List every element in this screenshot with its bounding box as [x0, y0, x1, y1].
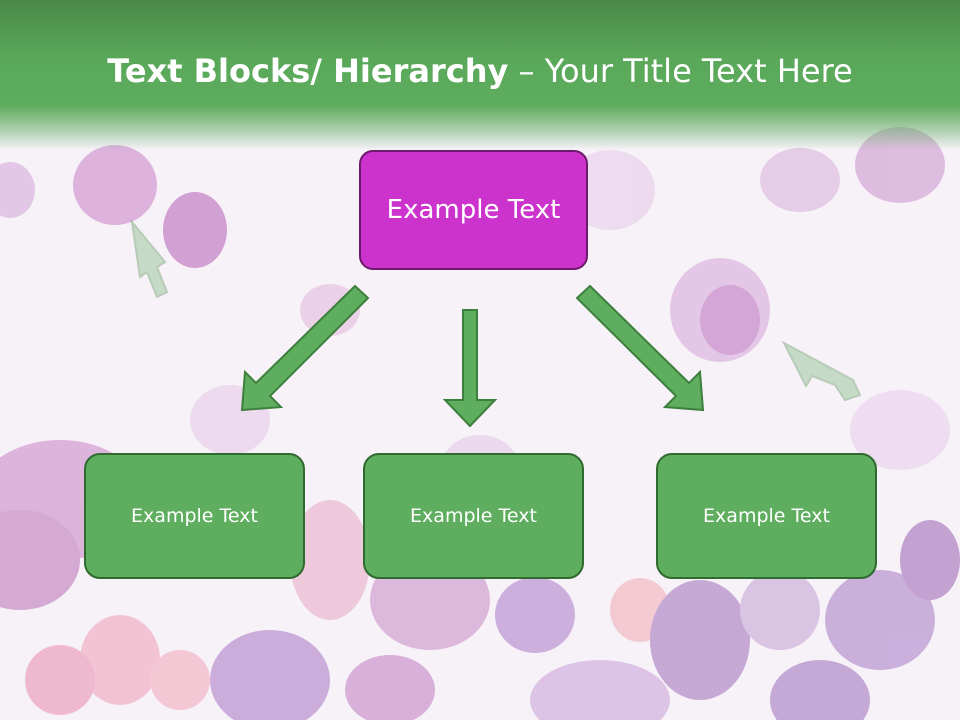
- child-text-block-3[interactable]: Example Text: [656, 453, 877, 579]
- arrow-center: [442, 309, 498, 428]
- top-text-block-label: Example Text: [386, 195, 561, 225]
- child-text-block-1[interactable]: Example Text: [84, 453, 305, 579]
- slide-title-bold: Text Blocks/ Hierarchy: [107, 52, 509, 90]
- child-text-block-3-label: Example Text: [703, 505, 830, 527]
- arrow-right: [575, 284, 705, 412]
- slide-title: Text Blocks/ Hierarchy – Your Title Text…: [0, 52, 960, 90]
- top-text-block[interactable]: Example Text: [359, 150, 588, 270]
- slide-title-rest: – Your Title Text Here: [508, 52, 853, 90]
- arrow-left: [240, 284, 370, 412]
- child-text-block-1-label: Example Text: [131, 505, 258, 527]
- child-text-block-2-label: Example Text: [410, 505, 537, 527]
- title-bar: [0, 0, 960, 150]
- child-text-block-2[interactable]: Example Text: [363, 453, 584, 579]
